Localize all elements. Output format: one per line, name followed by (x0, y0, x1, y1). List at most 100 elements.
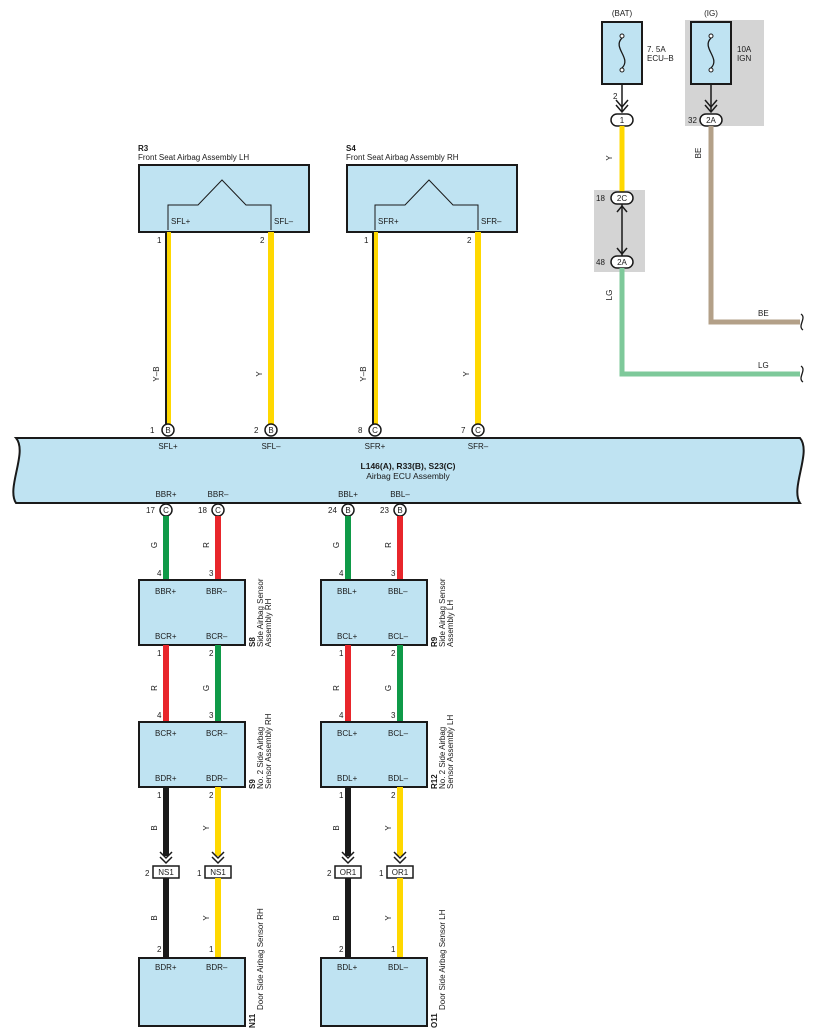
terminal-label: BDR+ (155, 963, 177, 972)
terminal-label: BBL+ (337, 587, 357, 596)
svg-text:C: C (215, 506, 221, 515)
wire-label: B (332, 915, 341, 920)
svg-text:2: 2 (254, 426, 259, 435)
pin-label: 2 (209, 649, 214, 658)
junction-top-conn: 2C (617, 194, 627, 203)
svg-text:17: 17 (146, 506, 155, 515)
wire-label-be-vertical: BE (694, 148, 703, 159)
bat-connector-pin: 1 (620, 116, 625, 125)
wire-label-lg-end: LG (758, 361, 769, 370)
connector-arrow-icon (393, 851, 407, 865)
svg-text:7: 7 (461, 426, 466, 435)
junction-bottom-pin: 48 (596, 258, 605, 267)
svg-text:BBR+: BBR+ (155, 490, 176, 499)
svg-text:OR1: OR1 (340, 868, 357, 877)
component-name: Door Side Airbag Sensor RH (256, 908, 265, 1010)
ecu-pin-bbr-minus: BBR– 18 C (198, 490, 229, 517)
fuse-icon (618, 37, 626, 69)
pin-label: 1 (157, 791, 162, 800)
pin-label: 3 (391, 711, 396, 720)
connector-arrow-icon (704, 99, 718, 114)
svg-text:SFR–: SFR– (468, 442, 489, 451)
terminal-label: BCR– (206, 729, 228, 738)
terminal-label: BDL– (388, 963, 409, 972)
svg-text:SFR+: SFR+ (365, 442, 386, 451)
pin-label: 2 (339, 945, 344, 954)
pin-label: 4 (339, 711, 344, 720)
connector-ns1-a: 2 NS1 (145, 865, 180, 879)
svg-text:B: B (397, 506, 402, 515)
terminal-label: BCL– (388, 729, 409, 738)
pin-label: 1 (209, 945, 214, 954)
svg-text:2: 2 (145, 869, 150, 878)
wire-lg (619, 268, 800, 377)
ig-fuse-name: IGN (737, 54, 751, 63)
ig-pin: 32 (688, 116, 697, 125)
wire-label: R (202, 542, 211, 548)
terminal-label: BCR– (206, 632, 228, 641)
side-airbag-sensor-lh (320, 579, 428, 646)
svg-text:C: C (372, 426, 378, 435)
connector-ns1-b: 1 NS1 (197, 865, 232, 879)
svg-text:OR1: OR1 (392, 868, 409, 877)
connector-arrow-icon (615, 99, 629, 114)
component-name: No. 2 Side Airbag (256, 727, 265, 789)
component-name: Door Side Airbag Sensor LH (438, 909, 447, 1010)
wire-label: G (332, 542, 341, 548)
front-lh-pin-plus: 1 (157, 236, 162, 245)
door-side-airbag-sensor-lh (320, 957, 428, 1027)
svg-text:C: C (475, 426, 481, 435)
pin-label: 3 (209, 711, 214, 720)
component-name: Assembly RH (264, 598, 273, 647)
wire-label-sfl-minus: Y (255, 371, 264, 377)
pin-label: 2 (391, 649, 396, 658)
svg-text:1: 1 (150, 426, 155, 435)
component-code: R12 (430, 774, 439, 789)
svg-text:C: C (163, 506, 169, 515)
junction-top-pin: 18 (596, 194, 605, 203)
ecu-codes: L146(A), R33(B), S23(C) (361, 461, 456, 471)
wire-label-lg-vertical: LG (605, 290, 614, 301)
wire-label-sfl-plus: Y–B (152, 366, 161, 381)
svg-text:23: 23 (380, 506, 389, 515)
no2-side-airbag-sensor-rh (138, 721, 246, 788)
ig-connector-code: 2A (706, 116, 716, 125)
svg-text:SFL+: SFL+ (158, 442, 178, 451)
svg-text:BBL+: BBL+ (338, 490, 358, 499)
ecu-pin-bbr-plus: BBR+ 17 C (146, 490, 177, 517)
squib-icon (374, 179, 479, 230)
terminal-label: BBR– (206, 587, 227, 596)
component-name: Sensor Assembly RH (264, 713, 273, 789)
pin-label: 3 (391, 569, 396, 578)
wire-label: R (332, 685, 341, 691)
front-lh-code: R3 (138, 144, 149, 153)
wire-label: R (384, 542, 393, 548)
wire-break-icon (800, 365, 804, 383)
component-code: S8 (248, 637, 257, 647)
squib-icon (167, 179, 272, 230)
terminal-label: BDR– (206, 963, 228, 972)
wire-label: B (150, 825, 159, 830)
front-rh-term-minus: SFR– (481, 217, 502, 226)
pin-label: 4 (339, 569, 344, 578)
terminal-label: BCR+ (155, 632, 177, 641)
ig-source-label: (IG) (704, 9, 718, 18)
front-rh-code: S4 (346, 144, 356, 153)
pin-label: 1 (339, 791, 344, 800)
wire-break-icon (800, 313, 804, 331)
wire-label-be-end: BE (758, 309, 769, 318)
pin-label: 1 (391, 945, 396, 954)
ig-fuse-rating: 10A (737, 45, 752, 54)
svg-text:B: B (345, 506, 350, 515)
svg-text:SFL–: SFL– (261, 442, 281, 451)
connector-or1-a: 2 OR1 (327, 865, 362, 879)
svg-text:BBL–: BBL– (390, 490, 410, 499)
bat-fuse-name: ECU–B (647, 54, 674, 63)
connector-arrow-icon (341, 851, 355, 865)
wire-label: G (150, 542, 159, 548)
wire-label: G (202, 685, 211, 691)
front-rh-term-plus: SFR+ (378, 217, 399, 226)
front-rh-name: Front Seat Airbag Assembly RH (346, 153, 459, 162)
wire-label: B (150, 915, 159, 920)
wire-label: Y (202, 915, 211, 921)
